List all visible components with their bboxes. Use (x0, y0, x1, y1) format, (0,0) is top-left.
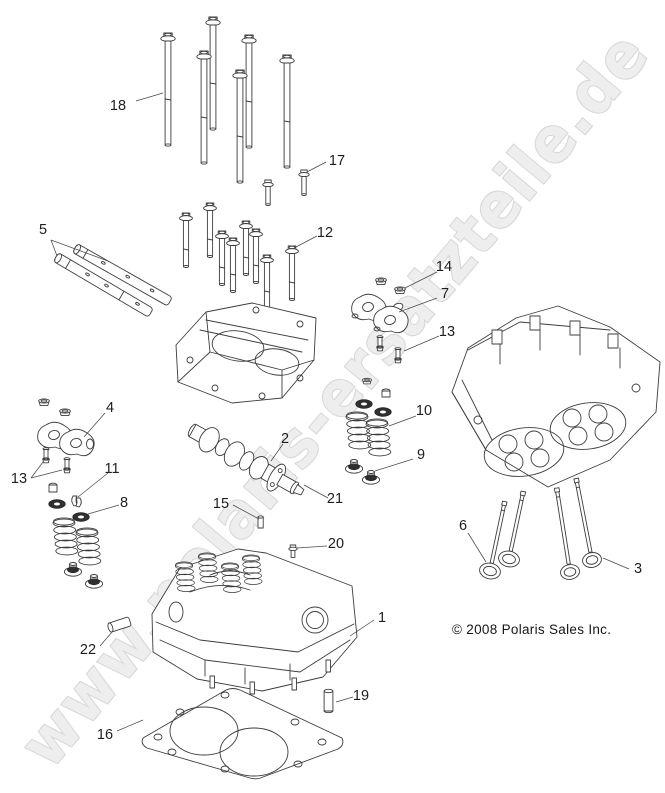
callout-label-2: 2 (281, 431, 289, 447)
copyright-text: © 2008 Polaris Sales Inc. (452, 622, 611, 637)
camshaft (187, 423, 305, 496)
rocker-shafts-group (54, 244, 172, 317)
callout-label-9: 9 (417, 447, 425, 463)
callout-label-12: 12 (317, 225, 333, 241)
valve-springs-left (48, 482, 104, 589)
cylinder-head-assembled-view (451, 305, 661, 488)
bolt-20 (288, 544, 298, 558)
callout-label-15: 15 (213, 496, 229, 512)
head-bolts-medium-group (179, 202, 299, 310)
callout-label-16: 16 (97, 727, 113, 743)
callout-label-13-right: 13 (439, 324, 455, 340)
valve-springs-right (344, 377, 392, 485)
callout-label-10: 10 (416, 403, 432, 419)
dowel-pin-22 (107, 616, 132, 633)
rocker-arm-assembly-right (351, 277, 409, 364)
callout-label-4: 4 (106, 400, 114, 416)
callout-label-13-left: 13 (11, 471, 27, 487)
callout-label-17: 17 (329, 153, 345, 169)
callout-label-19: 19 (353, 688, 369, 704)
pin-15 (257, 515, 264, 529)
head-bolts-long-group (160, 16, 295, 184)
valves-intake (479, 490, 527, 580)
callout-label-7: 7 (441, 286, 449, 302)
callout-label-18: 18 (110, 98, 126, 114)
callout-label-14: 14 (436, 259, 452, 275)
callout-label-8: 8 (120, 495, 128, 511)
dowel-pin-19 (323, 688, 334, 714)
small-bolts-group (262, 169, 310, 206)
valves-exhaust (553, 477, 602, 580)
cylinder-head-main (151, 548, 358, 695)
rocker-arm-assembly-left (37, 398, 95, 474)
callout-label-20: 20 (328, 536, 344, 552)
callout-label-1: 1 (378, 610, 386, 626)
callout-label-11: 11 (104, 461, 119, 477)
callout-label-5: 5 (39, 222, 47, 238)
leader-lines (30, 92, 630, 732)
cam-carrier-sketch (175, 302, 317, 404)
callout-label-22: 22 (80, 642, 96, 658)
callout-label-21: 21 (327, 491, 343, 507)
head-gasket (141, 688, 344, 780)
callout-label-6: 6 (459, 518, 467, 534)
callout-label-3: 3 (634, 561, 642, 577)
